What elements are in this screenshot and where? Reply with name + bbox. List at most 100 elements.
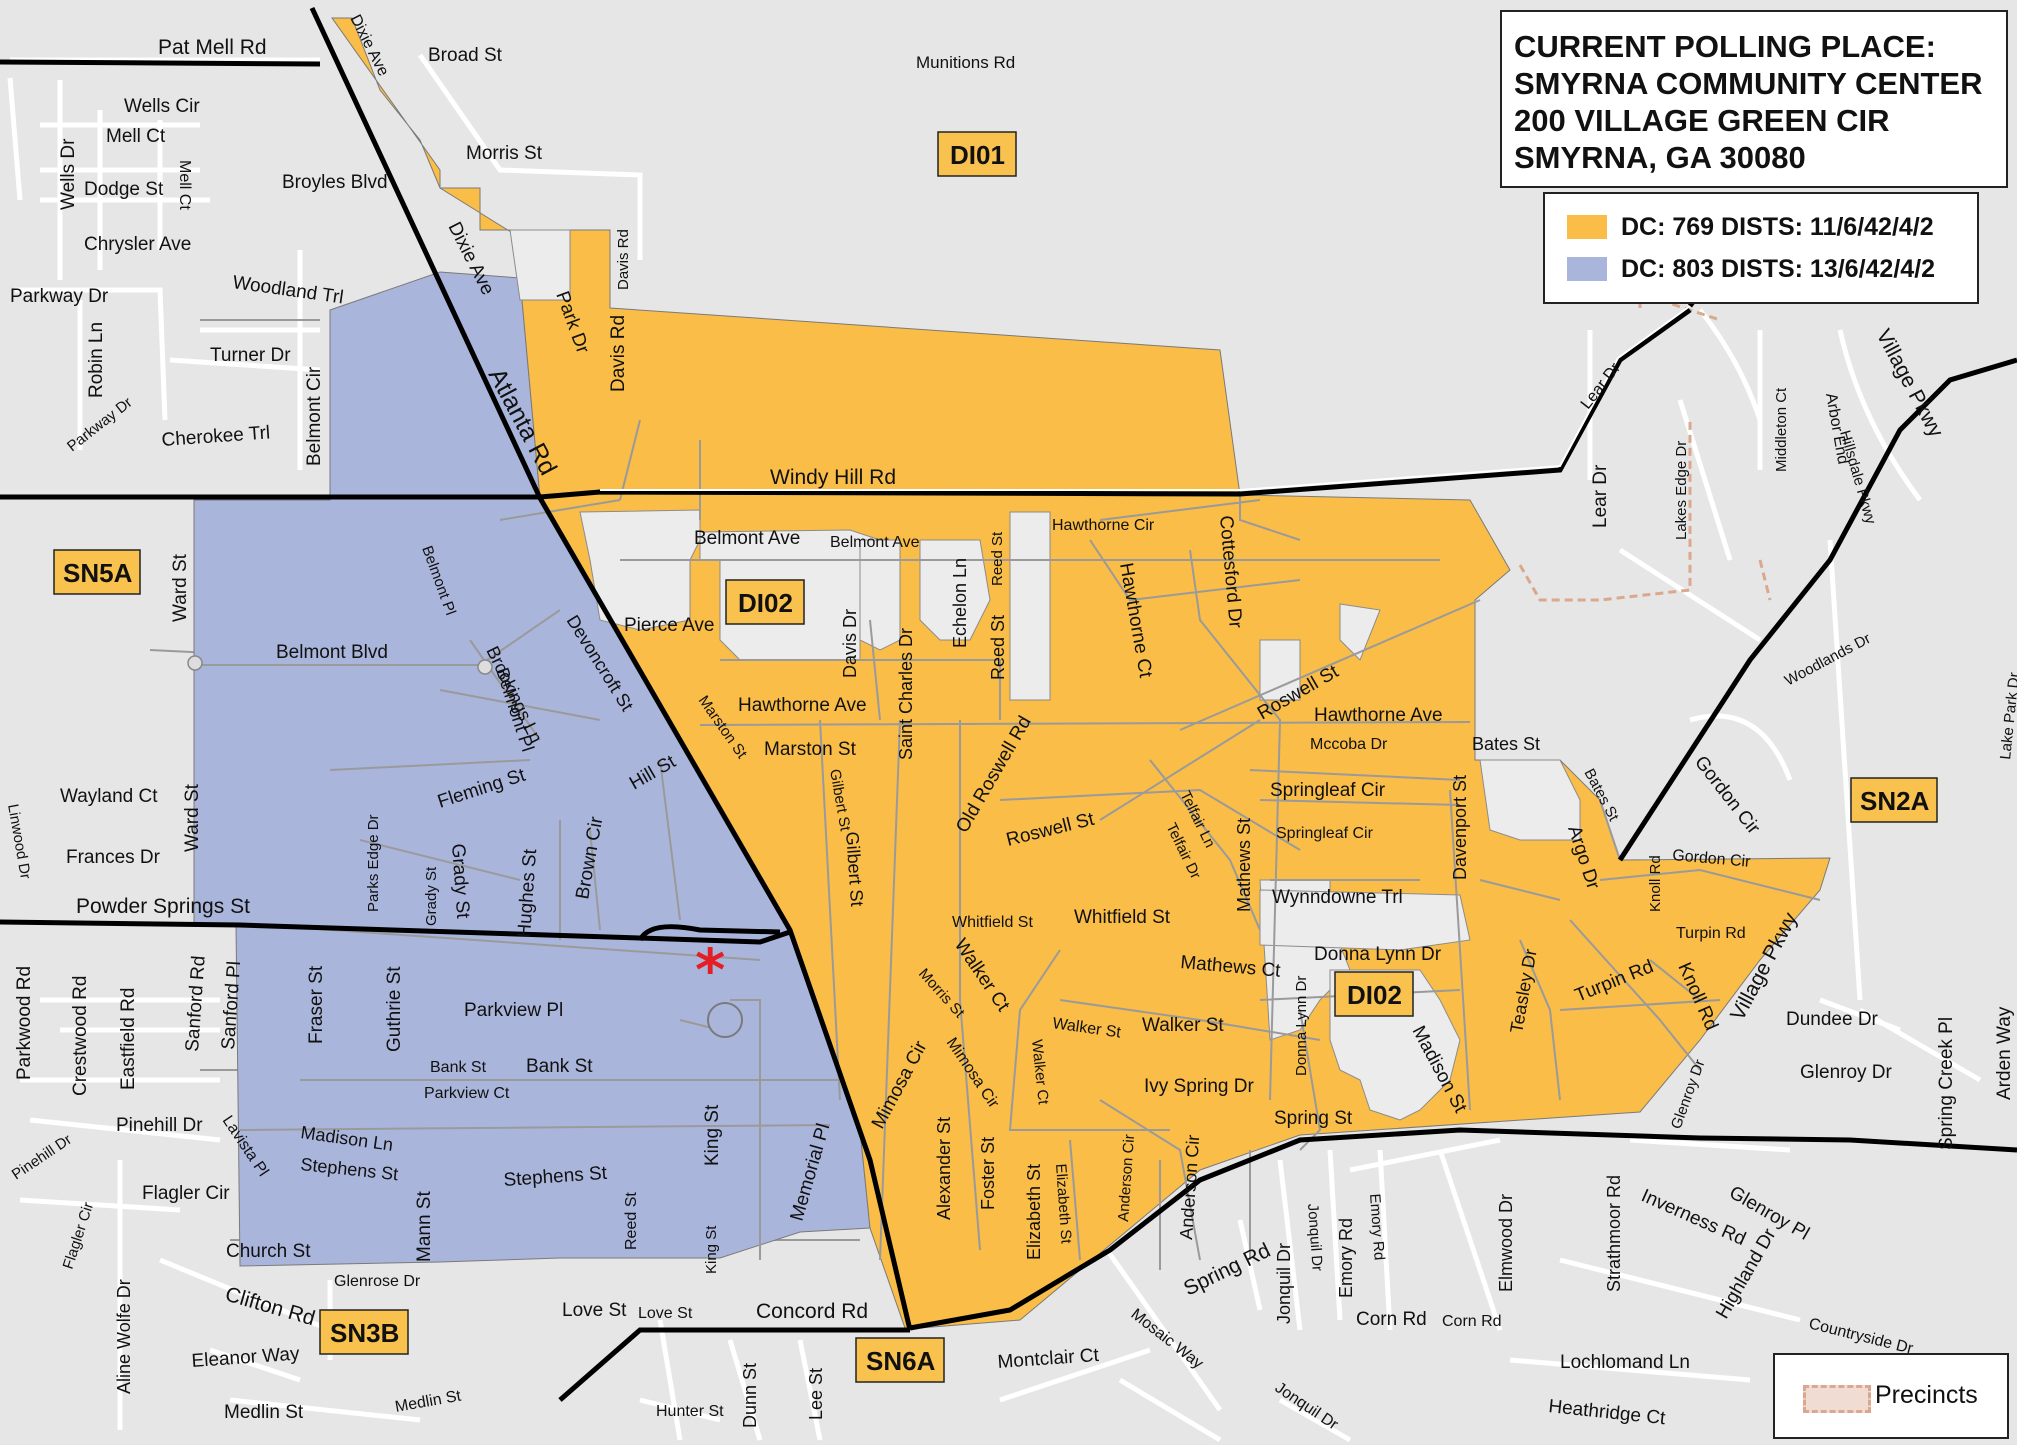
precincts-legend-box: Precincts [1773,1353,2009,1439]
street-label: Bank St [526,1056,593,1077]
street-label: Donna Lynn Dr [1314,944,1442,965]
legend-swatch-dc769 [1567,215,1607,240]
street-label: Anderson Cir [1115,1134,1138,1223]
street-label: Parkview Ct [424,1085,510,1102]
street-label: Broyles Blvd [282,172,388,193]
street-label: Love St [562,1300,627,1321]
street-label: Flagler Cir [142,1183,230,1204]
street-label: Morris St [466,143,543,164]
street-label: Reed St [989,531,1006,586]
svg-text:DI02: DI02 [1347,980,1402,1010]
street-label: Lakes Edge Dr [1673,441,1690,540]
street-label: Pat Mell Rd [158,36,267,59]
street-label: Echelon Ln [950,558,970,648]
precinct-boundary-dashed [1518,228,1772,602]
street-label: Aline Wolfe Dr [114,1279,134,1394]
street-label: Gordon Cir [1672,847,1752,871]
street-label: Hunter St [656,1403,724,1420]
street-label: Ward St [170,553,191,622]
legend-label-dc803: DC: 803 DISTS: 13/6/42/4/2 [1621,254,1936,283]
precinct-boundary-swatch [1803,1385,1871,1413]
svg-text:SN6A: SN6A [866,1346,936,1376]
legend-box: DC: 769 DISTS: 11/6/42/4/2 DC: 803 DISTS… [1543,192,1979,304]
street-label: Dunn St [740,1363,760,1428]
street-label: Parkview Pl [464,1000,563,1021]
street-label: Lear Dr [1590,464,1611,528]
street-label: Elizabeth St [1052,1163,1075,1245]
street-label: Turpin Rd [1676,925,1746,942]
street-label: Munitions Rd [916,53,1015,72]
street-label: Springleaf Cir [1276,825,1374,842]
street-label: Medlin St [224,1402,304,1423]
street-label: Foster St [978,1137,998,1210]
street-label: Guthrie St [384,966,405,1052]
street-label: Belmont Blvd [276,642,388,663]
precincts-legend-label: Precincts [1875,1381,1978,1409]
street-label: Broad St [428,45,503,66]
street-label: Davis Rd [608,315,629,392]
street-label: Belmont Cir [304,366,325,466]
street-label: Chrysler Ave [84,234,191,255]
street-label: Grady St [423,866,440,926]
street-label: King St [702,1104,723,1166]
street-label: Wells Cir [124,96,200,117]
street-label: Powder Springs St [76,895,250,918]
street-label: Pinehill Dr [116,1115,203,1136]
street-label: Dodge St [84,179,164,200]
street-label: Robin Ln [86,322,107,398]
street-label: Frances Dr [66,847,161,868]
street-label: Parkwood Rd [14,966,35,1080]
street-label: Hawthorne Ave [738,695,867,716]
street-label: Church St [226,1241,311,1262]
street-label: Hawthorne Ave [1314,705,1443,726]
street-label: Elmwood Dr [1496,1194,1516,1292]
street-label: Davenport St [1450,775,1470,880]
street-label: Walker St [1142,1015,1224,1036]
street-label: Lee St [806,1368,826,1420]
polling-place-asterisk-icon: * [695,936,725,1004]
street-label: Wayland Ct [60,786,158,807]
street-label: Emory Rd [1366,1193,1388,1261]
street-label: Corn Rd [1356,1309,1427,1330]
precinct-label-di02-south: DI02 [1334,971,1414,1017]
street-label: Glenroy Dr [1800,1062,1893,1083]
street-label: Ward St [182,783,203,852]
street-label: Dundee Dr [1786,1009,1879,1030]
title-line-2: SMYRNA COMMUNITY CENTER [1514,66,1983,101]
street-label: Eastfield Rd [118,988,139,1090]
street-label: Mccoba Dr [1310,736,1388,753]
street-label: Elizabeth St [1024,1164,1044,1260]
street-label: Middleton Ct [1773,387,1790,472]
svg-text:SN3B: SN3B [330,1318,399,1348]
legend-label-dc769: DC: 769 DISTS: 11/6/42/4/2 [1621,212,1934,241]
street-label: Windy Hill Rd [770,466,896,489]
street-label: Belmont Ave [830,534,920,551]
street-label: Spring Creek Pl [1936,1017,1957,1150]
street-label: Fraser St [306,965,327,1044]
street-label: Reed St [988,615,1008,680]
svg-text:SN2A: SN2A [1860,786,1930,816]
title-line-4: SMYRNA, GA 30080 [1514,140,1806,175]
street-label: Arden Way [1994,1006,2015,1100]
street-label: Belmont Ave [694,528,800,549]
street-label: Davis Rd [615,229,632,290]
precinct-label-sn3b: SN3B [319,1309,409,1355]
precinct-label-sn2a: SN2A [1850,777,1938,823]
svg-text:SN5A: SN5A [63,558,133,588]
street-label: Alexander St [934,1117,954,1220]
svg-text:DI02: DI02 [738,588,793,618]
street-label: Hawthorne Cir [1052,517,1155,534]
precinct-label-di02-north: DI02 [725,579,805,625]
legend-swatch-dc803 [1567,257,1607,282]
title-line-3: 200 VILLAGE GREEN CIR [1514,103,1890,138]
street-label: Marston St [764,739,857,760]
major-roads [0,6,2017,1402]
street-label: Mann St [414,1191,435,1262]
street-label: Whitfield St [952,914,1033,931]
street-label: Reed St [623,1192,640,1250]
street-label: King St [703,1225,720,1274]
street-label: Wells Dr [58,138,79,210]
street-label: Corn Rd [1442,1313,1502,1330]
street-label: Strathmoor Rd [1604,1175,1624,1292]
street-label: Love St [638,1305,693,1322]
